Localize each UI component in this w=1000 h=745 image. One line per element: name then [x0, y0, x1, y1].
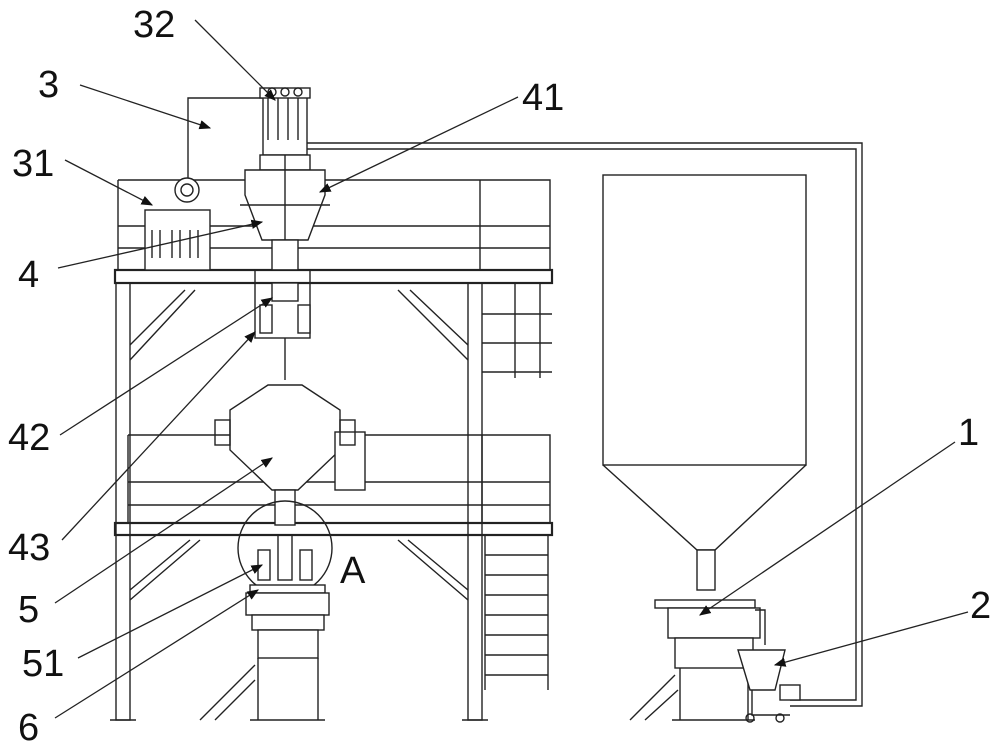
fan-unit [145, 178, 210, 270]
double-cone-mixer [215, 385, 365, 525]
dust-collector [260, 88, 310, 155]
label-detail-a: A [340, 550, 366, 592]
label-43: 43 [8, 527, 50, 569]
label-51: 51 [22, 643, 64, 685]
cyclone-separator [240, 155, 330, 270]
label-4: 4 [18, 254, 39, 296]
leader-lines [55, 20, 968, 718]
storage-silo [603, 175, 806, 590]
label-42: 42 [8, 417, 50, 459]
label-32: 32 [133, 4, 175, 46]
label-1: 1 [958, 412, 979, 454]
label-31: 31 [12, 143, 54, 185]
vibrating-sieve [200, 585, 329, 720]
label-3: 3 [38, 64, 59, 106]
label-6: 6 [18, 707, 39, 745]
label-41: 41 [522, 77, 564, 119]
label-2: 2 [970, 585, 991, 627]
label-5: 5 [18, 589, 39, 631]
discharge-valve [255, 270, 310, 380]
